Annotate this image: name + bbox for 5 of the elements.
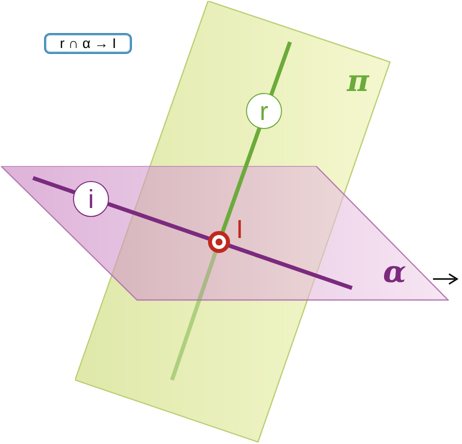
plane-label: α <box>383 258 406 288</box>
formula-tag: r ∩ α → I <box>44 33 132 54</box>
plane-label: π <box>347 67 369 97</box>
point-label: I <box>236 216 244 242</box>
plane-alpha <box>1 166 449 301</box>
